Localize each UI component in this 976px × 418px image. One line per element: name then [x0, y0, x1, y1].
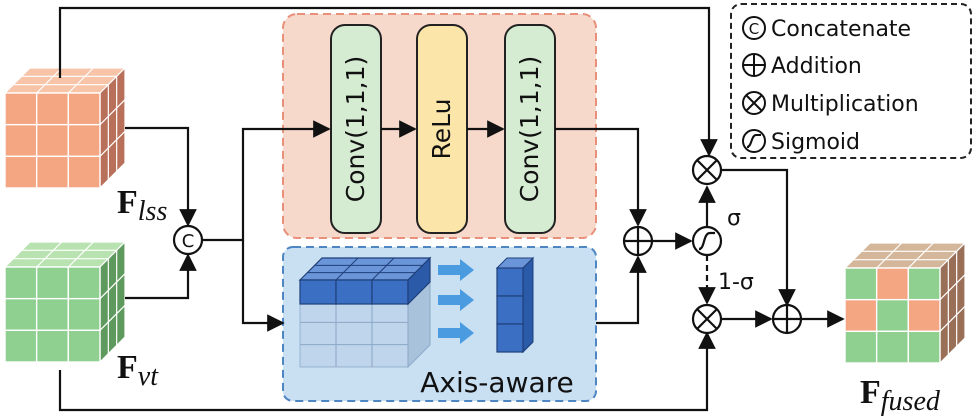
- cube-cell: [875, 298, 910, 333]
- flow-arrow: [438, 259, 474, 281]
- column-cell: [496, 295, 524, 325]
- sigmoid-icon: [742, 129, 766, 153]
- legend-label-sigmoid: Sigmoid: [771, 130, 860, 155]
- sigma-label: σ: [727, 206, 741, 231]
- slab-cell: [371, 279, 409, 305]
- column-cell: [496, 323, 524, 353]
- fused-label: Ffused: [860, 374, 941, 417]
- cube-cell: [35, 92, 70, 126]
- svg-text:C: C: [749, 20, 759, 38]
- cube-cell: [4, 155, 38, 189]
- cube-cell: [67, 92, 101, 126]
- cube-cell: [35, 297, 70, 332]
- slab-cell: [335, 279, 373, 305]
- cube-cell: [844, 267, 878, 301]
- fused-feature-cube: [843, 241, 967, 365]
- vt-feature-cube: [3, 240, 127, 364]
- flow-arrow: [438, 322, 474, 344]
- connections: [58, 6, 845, 412]
- cube-cell: [67, 123, 101, 158]
- cube-cell: [35, 329, 70, 363]
- cube-cell: [35, 155, 70, 189]
- cube-cell: [67, 266, 101, 300]
- vt-label: Fvt: [117, 349, 159, 392]
- legend-label-multiplication: Multiplication: [771, 92, 919, 117]
- cube-cell: [67, 329, 101, 363]
- cube-cell: [4, 297, 38, 332]
- legend-box: [730, 3, 972, 159]
- final-add-operator: [771, 303, 803, 335]
- add-operator: [622, 225, 654, 257]
- lss-feature-cube: [3, 66, 127, 190]
- svg-text:C: C: [182, 231, 195, 252]
- slab-cell: [299, 279, 337, 305]
- legend-label-concatenate: Concatenate: [771, 17, 911, 42]
- concatenate-icon: C: [742, 16, 766, 40]
- multiplication-icon: [742, 91, 766, 115]
- lss-label: Flss: [117, 184, 167, 227]
- cube-cell: [35, 266, 70, 300]
- cube-cell: [875, 330, 910, 364]
- cube-cell: [4, 329, 38, 363]
- cube-cell: [4, 92, 38, 126]
- addition-icon: [742, 53, 766, 77]
- one-minus-sigma-label: 1-σ: [718, 270, 754, 295]
- relu-label: ReLu: [427, 99, 456, 160]
- axis-aware-label: Axis-aware: [420, 366, 574, 399]
- sigmoid-operator: [691, 225, 723, 257]
- axis-aware-illustration: [298, 256, 535, 369]
- flow-arrow: [438, 289, 474, 311]
- conv1-label: Conv(1,1,1): [341, 56, 370, 203]
- conv2-label: Conv(1,1,1): [515, 56, 544, 203]
- cube-cell: [907, 330, 941, 364]
- cube-cell: [875, 267, 910, 301]
- cube-cell: [67, 155, 101, 189]
- cube-cell: [844, 330, 878, 364]
- multiply-operator-bottom: [691, 303, 723, 335]
- legend: C Concatenate Addition Multiplication Si…: [742, 16, 919, 155]
- cube-cell: [4, 266, 38, 300]
- multiply-operator-top: [691, 154, 723, 186]
- cube-cell: [4, 123, 38, 158]
- column-cell: [496, 267, 524, 297]
- cube-cell: [35, 123, 70, 158]
- cube-cell: [907, 298, 941, 333]
- legend-label-addition: Addition: [771, 54, 862, 79]
- concat-operator: C: [172, 224, 204, 256]
- cube-cell: [844, 298, 878, 333]
- cube-cell: [67, 297, 101, 332]
- cube-cell: [907, 267, 941, 301]
